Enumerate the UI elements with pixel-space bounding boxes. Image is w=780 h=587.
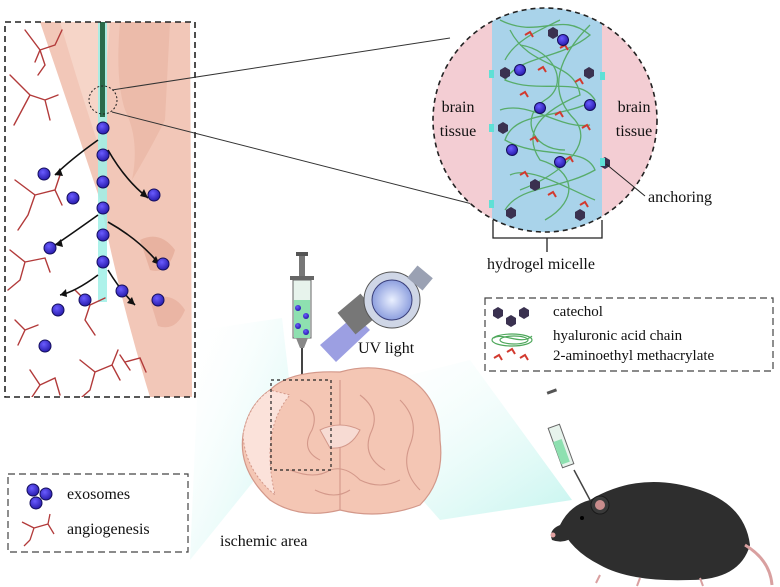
vessel-cluster: [7, 29, 147, 397]
hydrogel-column: [492, 8, 602, 232]
label-uv-light: UV light: [358, 340, 415, 357]
vessel-icon: [21, 513, 55, 547]
label-ischemic-area: ischemic area: [220, 533, 308, 550]
hydrogel-zoom-circle: [432, 7, 658, 233]
aminoethyl-methacrylate-icon: [493, 347, 529, 361]
uv-lamp: [320, 265, 433, 362]
brain-illustration: [241, 367, 442, 515]
mouse-illustration: [546, 388, 774, 587]
injection-track: [98, 22, 107, 302]
hydrogel-bracket: [492, 220, 603, 252]
hyaluronic-acid-icon: [491, 333, 533, 347]
legend-right-box: [484, 297, 774, 372]
brain-zoom-box: [270, 379, 332, 471]
legend-item-angiogenesis: angiogenesis: [67, 521, 150, 538]
catechol-icon: [493, 307, 529, 327]
exosome-cluster-left: [37, 121, 170, 353]
syringe: [290, 252, 314, 468]
label-brain-tissue-left: brain tissue: [439, 99, 477, 140]
legend-item-methacrylate: 2-aminoethyl methacrylate: [553, 348, 715, 364]
label-brain-tissue-right: brain tissue: [615, 99, 653, 140]
label-anchoring: anchoring: [648, 189, 712, 206]
legend-item-catechol: catechol: [553, 304, 603, 320]
left-magnified-panel: [5, 22, 195, 397]
legend-item-hyaluronic-acid: hyaluronic acid chain: [553, 328, 683, 344]
legend-item-exosomes: exosomes: [67, 486, 131, 503]
label-hydrogel-micelle: hydrogel micelle: [487, 256, 595, 273]
exosome-icon: [26, 483, 53, 510]
zoom-origin-circle: [88, 85, 118, 115]
left-panel-border: [4, 21, 196, 398]
